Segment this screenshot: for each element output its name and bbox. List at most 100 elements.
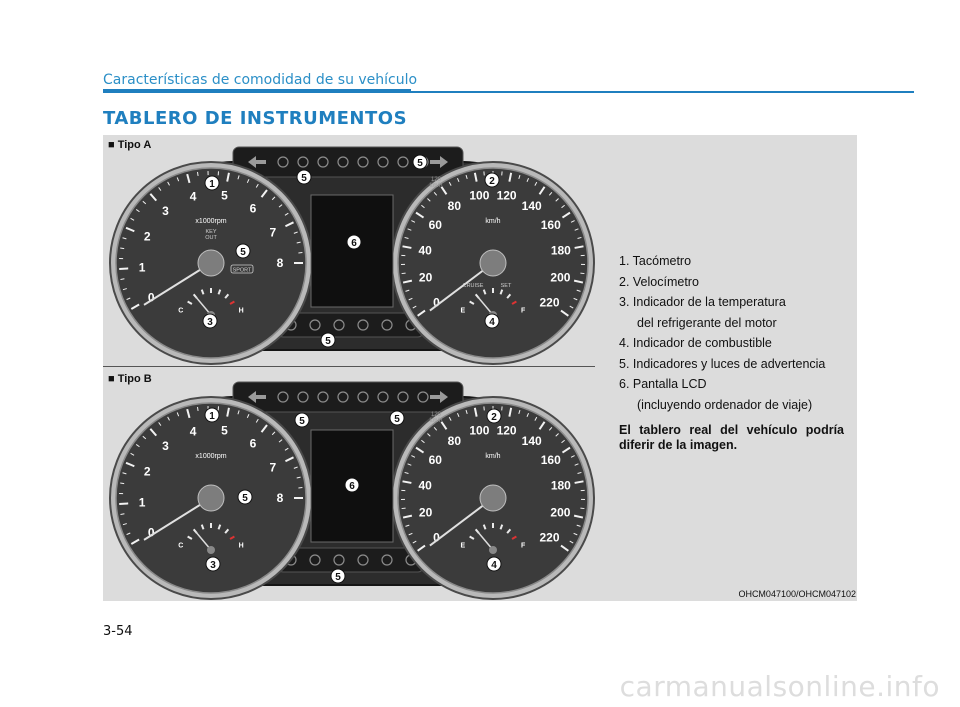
type-a-tachometer-tick	[278, 204, 283, 208]
watermark: carmanualsonline.info	[619, 670, 940, 703]
type-a-fuel-gauge-min-label: E	[460, 308, 465, 315]
type-a-speedometer-tick	[574, 245, 584, 249]
warning-light-icon	[377, 156, 389, 168]
callout-number: 6	[351, 238, 357, 249]
type-b-temperature-gauge-tick	[217, 524, 222, 530]
type-a-speedometer-tick	[448, 181, 452, 186]
type-a-tachometer-scale-label: 0	[148, 291, 155, 305]
warning-light-icon	[317, 156, 329, 168]
type-a-speedometer-tick	[555, 198, 559, 202]
type-b-fuel-gauge-tick	[469, 535, 475, 540]
warning-light-icon	[357, 156, 369, 168]
page-number: 3-54	[103, 624, 133, 639]
turn-left-arrow-icon	[248, 391, 266, 403]
type-b-lower-indicator-strip	[277, 547, 424, 573]
type-a-speedometer-tick	[573, 297, 578, 301]
type-b-speedometer-tick	[573, 532, 578, 536]
type-a-tachometer-tick	[120, 247, 125, 250]
type-a-tachometer-tick	[122, 237, 127, 240]
callout-marker	[330, 568, 346, 584]
type-b-speedometer-scale-label: 0	[433, 531, 440, 545]
type-a-speedometer-tick	[440, 186, 448, 195]
type-a-tachometer-tick	[130, 217, 135, 221]
type-a-tachometer-tick	[135, 209, 140, 213]
type-b-tachometer-tick	[255, 418, 259, 423]
callout-marker	[237, 489, 253, 505]
type-a-speedometer-unit-label: km/h	[485, 218, 500, 225]
warning-light-icon	[297, 391, 309, 403]
type-a-speedometer-tick	[408, 297, 413, 301]
callout-marker	[389, 410, 405, 426]
type-a-tachometer-tick	[126, 297, 131, 301]
type-b-speedometer-tick	[427, 433, 431, 437]
type-b-speedometer-scale-label: 20	[419, 506, 433, 520]
callout-marker	[296, 169, 312, 185]
legend-item: 4. Indicador de combustible	[619, 336, 772, 350]
type-b-speedometer-tick	[526, 412, 530, 418]
callout-number: 5	[299, 416, 305, 427]
type-b-temperature-gauge-tick	[229, 535, 235, 540]
callout-number: 1	[209, 179, 215, 190]
type-a-tachometer-tick	[125, 226, 135, 233]
type-b-tachometer-tick	[246, 413, 250, 419]
type-b-speedometer-tick	[560, 544, 569, 552]
type-a-speedometer-scale-label: 180	[551, 243, 571, 257]
type-a-tachometer-tick	[167, 181, 170, 186]
legend-item-continued: (incluyendo ordenador de viaje)	[637, 397, 813, 412]
type-a-speedometer-tick	[405, 289, 410, 292]
callout-marker	[344, 477, 360, 493]
legend-item: 5. Indicadores y luces de advertencia	[619, 356, 826, 371]
callout-marker	[204, 175, 220, 191]
type-a-speedometer-tick	[433, 191, 438, 196]
type-b-speedometer-tick	[417, 544, 426, 552]
type-b-tachometer-scale-label: 3	[162, 439, 169, 453]
callout-number: 3	[210, 560, 216, 571]
type-a-speedometer-tick	[548, 191, 553, 196]
type-b-tachometer-tick	[197, 406, 199, 412]
warning-light-icon	[357, 391, 369, 403]
warning-light-icon	[333, 554, 345, 566]
cruise-set-indicator: SET	[501, 283, 512, 289]
callout-number: 5	[325, 336, 331, 347]
type-b-speedometer-tick	[561, 446, 571, 454]
callout-marker	[484, 313, 500, 329]
type-b-tachometer-tick	[149, 428, 158, 437]
type-a-speedometer-scale-label: 80	[448, 199, 462, 213]
type-a-speedometer-scale-label: 120	[497, 188, 517, 202]
cruise-indicator: CRUISE	[463, 283, 484, 289]
type-a-speedometer-scale-label: 220	[540, 296, 560, 310]
warning-light-icon	[277, 156, 289, 168]
type-a-speedometer-tick	[415, 211, 425, 219]
type-a-tachometer-scale-label: 1	[139, 261, 146, 275]
type-a-speedometer-scale-label: 60	[429, 218, 443, 232]
turn-left-arrow-icon	[248, 156, 266, 168]
type-a-lower-indicator-strip	[277, 312, 424, 338]
callout-number: 1	[209, 411, 215, 422]
type-b-temperature-gauge-tick	[187, 535, 193, 540]
warning-light-icon	[317, 391, 329, 403]
figure-divider	[103, 366, 595, 367]
warning-light-icon	[333, 319, 345, 331]
type-b-tachometer-scale-label: 0	[148, 526, 155, 540]
type-b-label: ■ Tipo B	[108, 373, 152, 385]
type-b-tachometer-scale-label: 8	[277, 491, 284, 505]
type-a-tachometer-scale-label: 8	[277, 256, 284, 270]
callout-marker	[294, 412, 310, 428]
callout-number: 4	[491, 560, 497, 571]
type-a-speedometer-tick	[561, 211, 571, 219]
type-a-lcd-display	[310, 194, 394, 308]
type-a-speedometer-tick	[421, 204, 425, 209]
type-b-temperature-gauge-needle	[194, 531, 212, 551]
type-b-tachometer-tick	[122, 472, 127, 475]
type-a-label: ■ Tipo A	[108, 139, 152, 151]
type-b-speedometer-tick	[538, 421, 546, 430]
legend-item-continued: del refrigerante del motor	[637, 315, 777, 330]
type-b-speedometer-tick	[508, 407, 513, 417]
type-b-temperature-gauge-max-label: H	[239, 543, 244, 550]
turn-right-arrow-icon	[430, 156, 448, 168]
type-a-temperature-gauge-tick	[217, 289, 222, 295]
type-b-tachometer-scale-label: 1	[139, 496, 146, 510]
